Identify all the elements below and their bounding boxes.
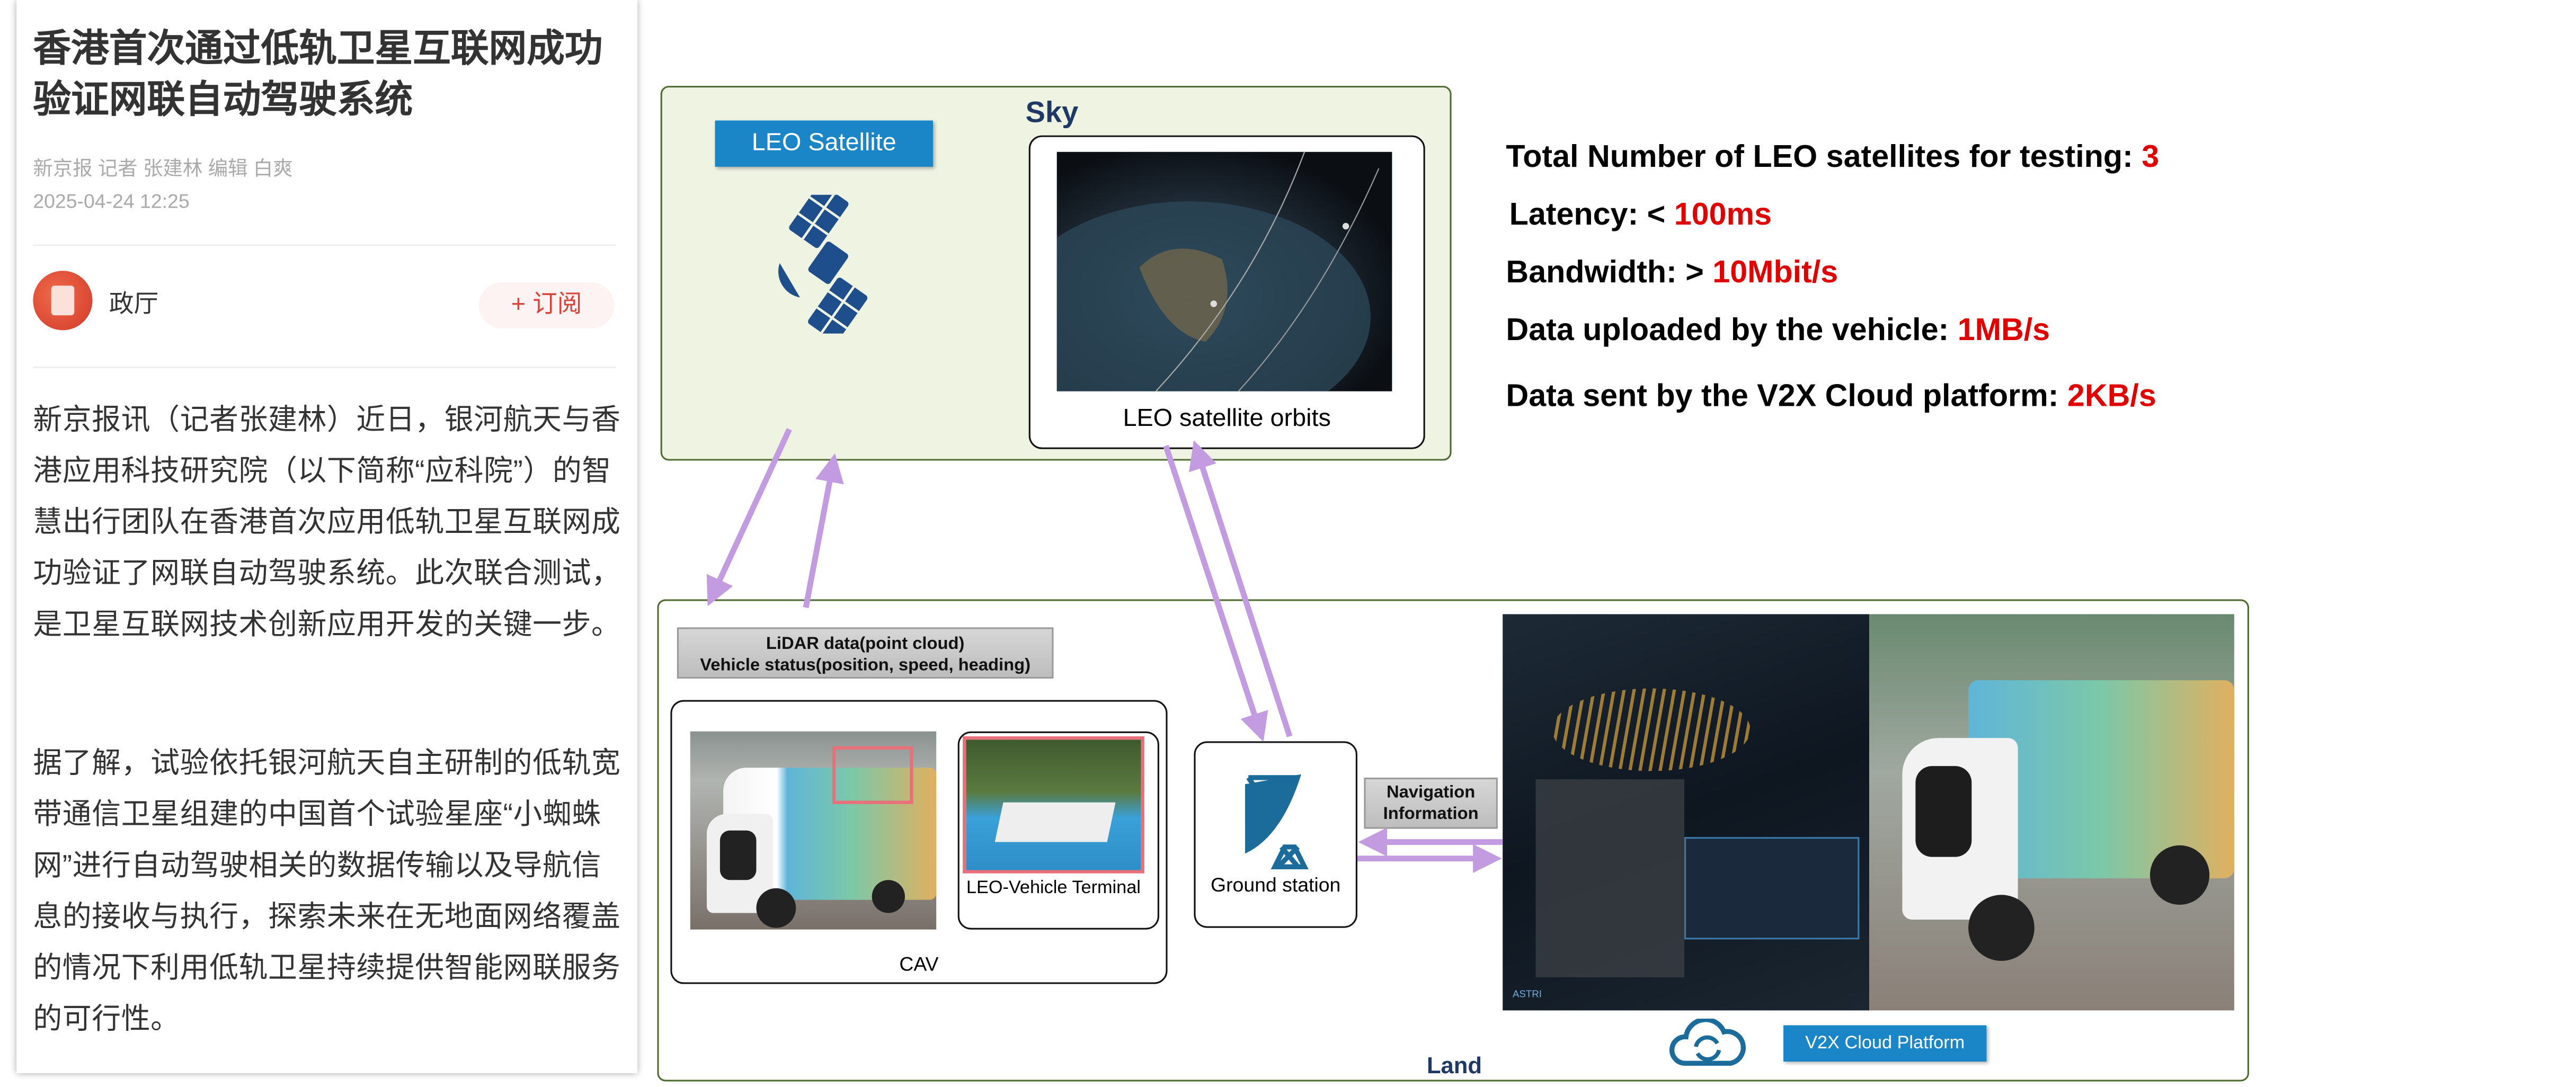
article-title: 香港首次通过低轨卫星互联网成功验证网联自动驾驶系统 [33,26,603,121]
article-date: 2025-04-24 12:25 [33,190,190,213]
orbit-visualization-image [1056,152,1392,391]
author-name[interactable]: 政厅 [109,290,159,319]
cav-street-photo [1869,614,2234,1011]
cav-label: CAV [899,952,939,976]
article-paragraph: 新京报讯（记者张建林）近日，银河航天与香港应用科技研究院（以下简称“应科院”）的… [33,403,621,641]
sky-label: Sky [1025,95,1079,129]
arrow-ground-to-orbit [1188,440,1293,737]
land-region [657,599,2249,1082]
arrow-land-to-sky [803,453,844,608]
navigation-info-label: Navigation Information [1364,777,1498,829]
terminal-photo [963,736,1144,874]
stat-bandwidth: Bandwidth: > 10Mbit/s [1506,256,1838,291]
terminal-label: LEO-Vehicle Terminal [966,878,1141,898]
land-label: Land [1426,1052,1482,1079]
uplink-data-label: LiDAR data(point cloud) Vehicle status(p… [677,627,1054,679]
article-byline: 新京报 记者 张建林 编辑 白爽 [33,157,293,180]
author-avatar[interactable] [33,271,93,331]
stat-cloud-send: Data sent by the V2X Cloud platform: 2KB… [1506,379,2156,415]
v2x-cloud-platform-label: V2X Cloud Platform [1783,1025,1987,1062]
stat-satellite-count: Total Number of LEO satellites for testi… [1506,140,2160,175]
arrow-orbit-to-ground [1163,444,1268,742]
ground-station-label: Ground station [1210,873,1341,897]
news-article-panel: 香港首次通过低轨卫星互联网成功验证网联自动驾驶系统 新京报 记者 张建林 编辑 … [16,0,638,1073]
cav-vehicle-photo [690,731,937,930]
newspaper-icon [51,286,75,316]
stat-latency: Latency: < 100ms [1509,198,1772,233]
dashboard-brand: ASTRI [1512,991,1542,1001]
cloud-sync-icon [1669,1019,1746,1066]
divider [33,366,616,369]
ground-station-box [1194,741,1357,928]
satellite-dish-icon [1245,774,1309,869]
leo-satellite-label: LEO Satellite [715,120,933,167]
divider [33,244,616,246]
orbits-label: LEO satellite orbits [1123,404,1331,433]
article-paragraph: 据了解，试验依托银河航天自主研制的低轨宽带通信卫星组建的中国首个试验星座“小蜘蛛… [33,746,621,1036]
v2x-dashboard-screenshot: ASTRI [1503,614,1870,1011]
arrow-sky-to-land [706,428,792,607]
stat-vehicle-upload: Data uploaded by the vehicle: 1MB/s [1506,314,2050,349]
satellite-icon [778,194,868,334]
subscribe-button[interactable]: + 订阅 [478,282,615,329]
